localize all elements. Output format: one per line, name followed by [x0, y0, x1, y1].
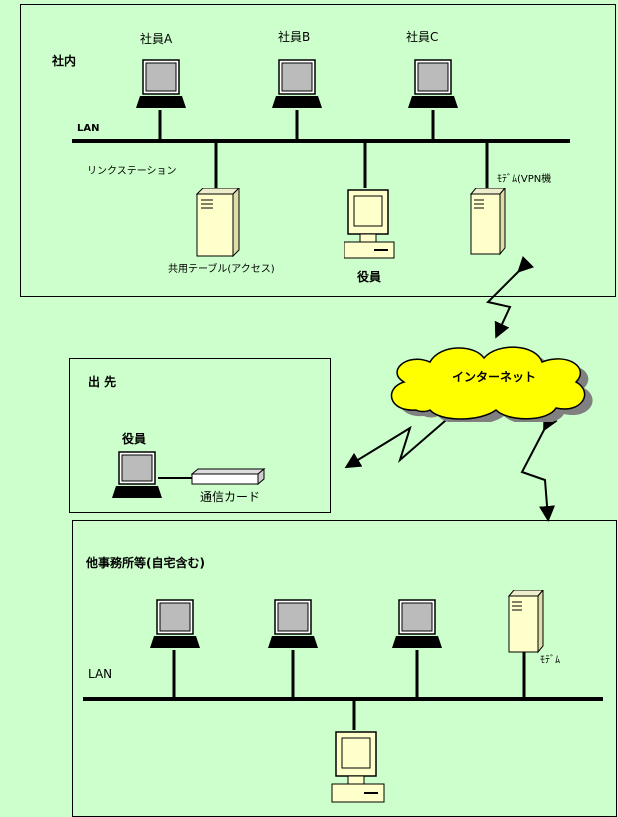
laptop-icon	[112, 451, 162, 498]
branch-modem-label: ﾓﾃﾞﾑ	[540, 655, 560, 666]
office-title: 社内	[52, 54, 77, 68]
laptop-icon	[272, 59, 322, 108]
employee-c-label: 社員C	[406, 30, 439, 44]
modem-vpn-label: ﾓﾃﾞﾑ(VPN機	[497, 174, 552, 185]
office-region	[20, 4, 616, 297]
laptop-icon	[268, 599, 318, 648]
remote-internet-link	[344, 394, 475, 469]
office-executive-label: 役員	[357, 270, 382, 284]
remote-title: 出 先	[88, 375, 117, 389]
office-internet-link	[486, 255, 535, 339]
laptop-icon	[150, 599, 200, 648]
desktop-computer-icon	[331, 731, 385, 803]
laptop-icon	[136, 59, 186, 108]
laptop-icon	[408, 59, 458, 108]
office-lan-label: LAN	[77, 123, 100, 134]
internet-cloud	[390, 346, 593, 422]
remote-executive-label: 役員	[122, 432, 147, 446]
employee-b-label: 社員B	[278, 30, 311, 44]
employee-a-label: 社員A	[140, 32, 173, 46]
branch-internet-link	[520, 413, 558, 522]
card-label: 通信カード	[200, 490, 261, 504]
branch-lan-label: LAN	[88, 667, 113, 681]
link-station-label: リンクステーション	[87, 166, 177, 177]
desktop-computer-icon	[344, 189, 395, 259]
shared-table-label: 共用テーブル(アクセス)	[168, 264, 275, 275]
remote-region	[69, 358, 331, 513]
server-tower-icon	[195, 188, 240, 258]
modem-tower-icon	[507, 590, 544, 654]
laptop-icon	[392, 599, 442, 648]
modem-tower-icon	[469, 188, 506, 256]
communication-card-icon	[190, 468, 266, 486]
internet-label: インターネット	[452, 370, 537, 384]
branch-title: 他事務所等(自宅含む)	[86, 556, 205, 570]
